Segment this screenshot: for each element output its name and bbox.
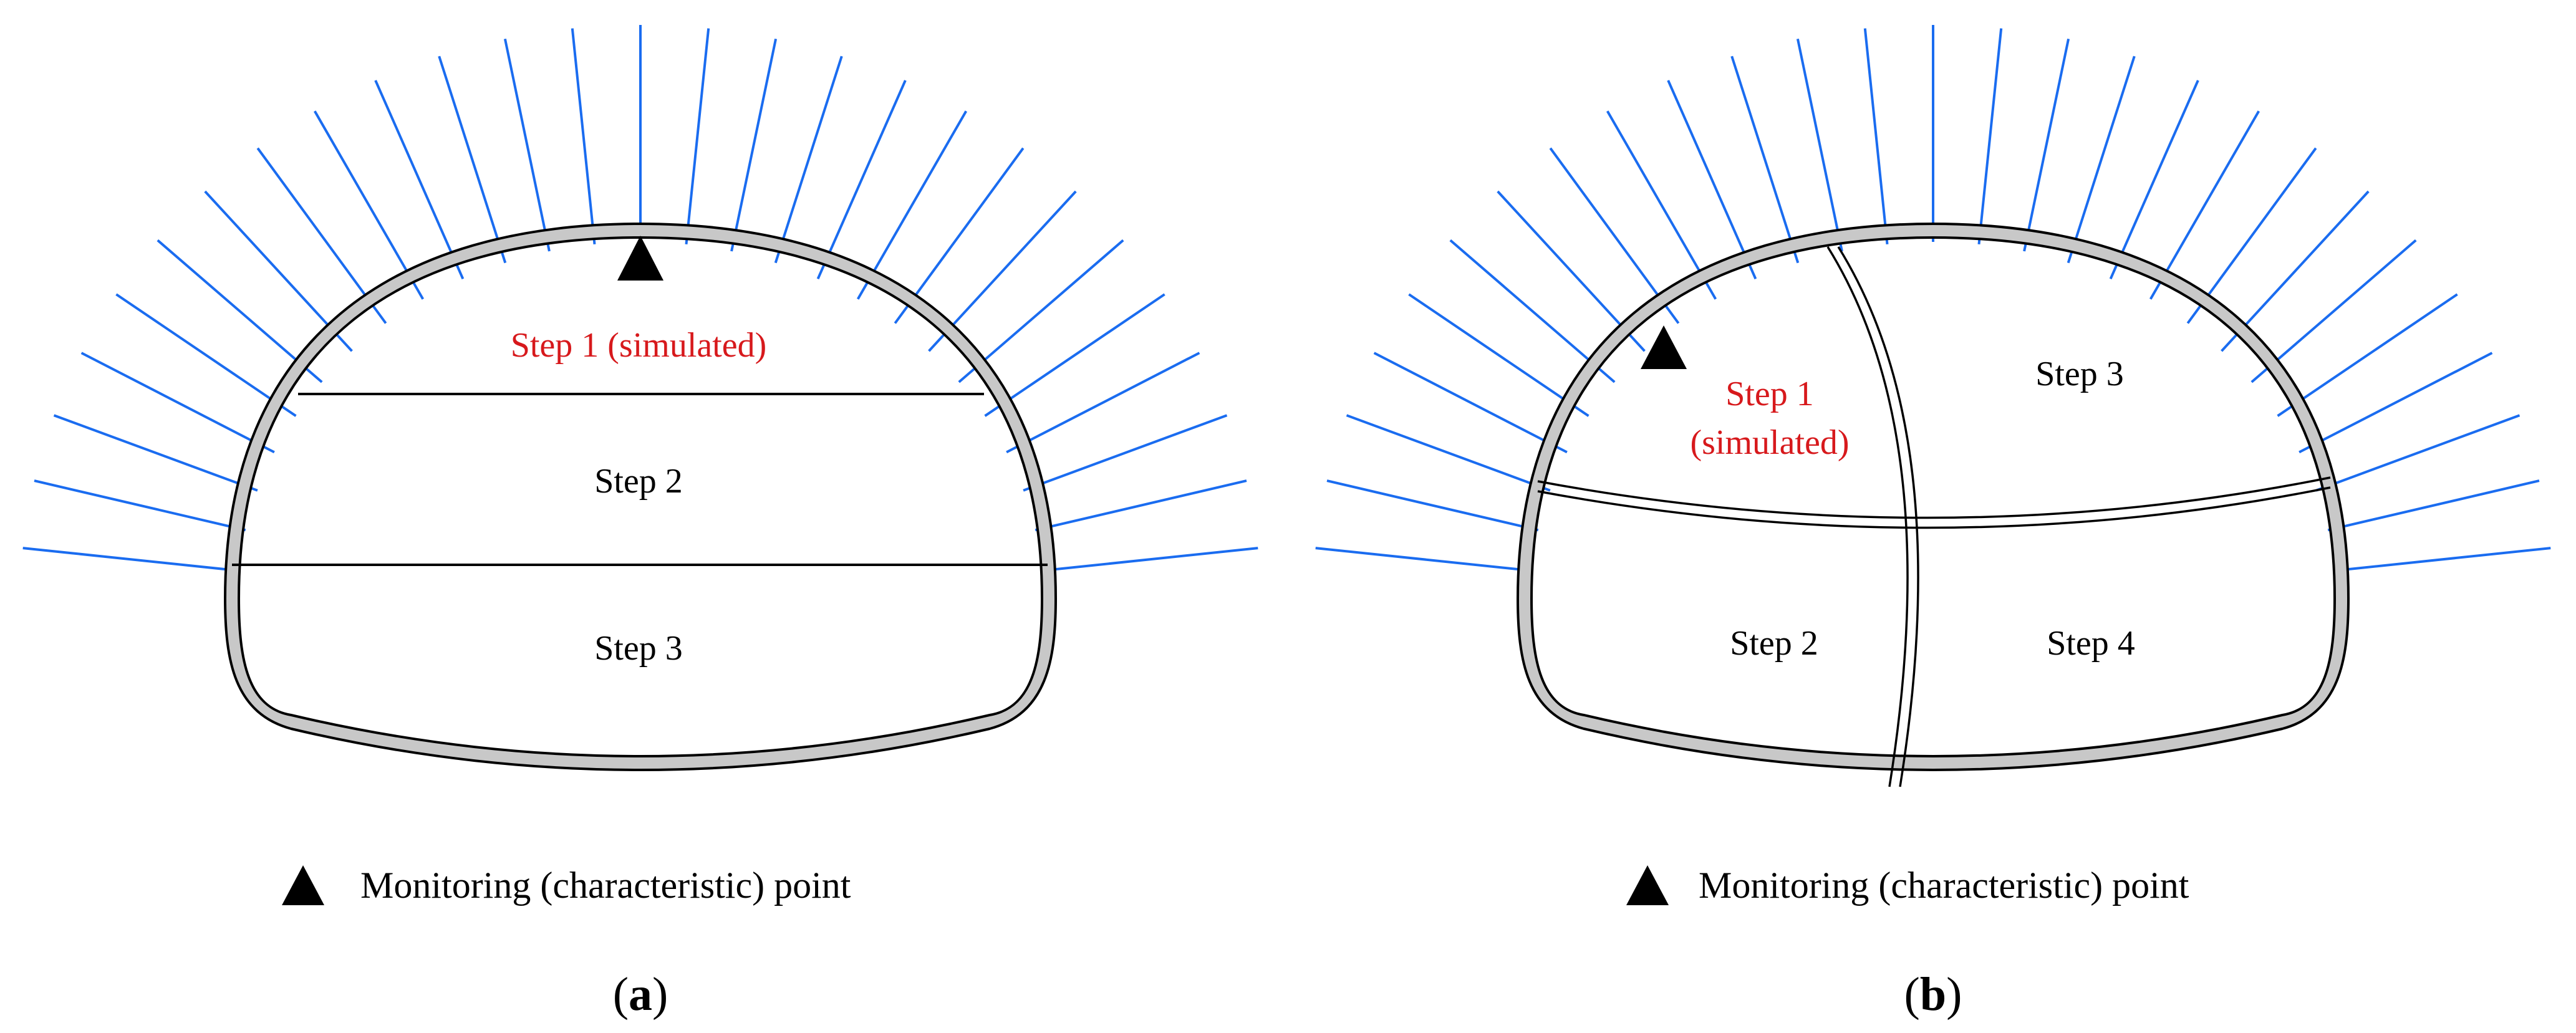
rock-bolt [2023,38,2070,252]
rock-bolt [856,110,968,300]
rock-bolt [1977,28,2003,245]
step2-label-a: Step 2 [594,462,683,501]
rock-bolt [774,55,843,264]
rock-bolt [1606,110,1717,300]
step1-label-line1-b: Step 1 [1725,375,1814,413]
legend-label-b: Monitoring (characteristic) point [1699,865,2189,906]
rock-bolt [115,293,297,417]
rock-bolt [2109,80,2199,280]
rock-bolt [1041,547,1258,572]
rock-bolt [1863,28,1889,245]
caption-a: (a) [613,968,668,1021]
rock-bolt [1373,352,1568,454]
rock-bolt [958,239,1124,383]
rock-bolt [2299,352,2493,454]
rock-bolt [1730,55,1800,264]
rock-bolt [1035,479,1247,532]
rock-bolt [374,80,465,280]
monitoring-point-b [1641,325,1687,369]
rock-bolt [816,80,907,280]
rock-bolt [1796,38,1843,252]
rock-bolt [2277,293,2458,417]
rock-bolt [2067,55,2136,264]
monitoring-point-a [617,236,663,281]
caption-b: (b) [1904,968,1962,1021]
step2-label-b: Step 2 [1730,624,1818,663]
rock-bolt [1315,547,1532,572]
rock-bolt [22,547,239,572]
rock-bolt [685,28,710,245]
rock-bolt [438,55,507,264]
legend-triangle-b [1626,865,1669,905]
rock-bolts-a [22,25,1258,572]
rock-bolt [2149,110,2260,300]
tunnel-lining-a [223,222,1058,771]
tunnel-lining-b [1516,222,2350,771]
step3-label-a: Step 3 [594,629,683,668]
temporary-support-horizontal [1537,476,2331,529]
rock-bolt [1667,80,1757,280]
rock-bolt [2250,239,2417,383]
step3-label-b: Step 3 [2035,355,2124,393]
rock-bolts-b [1315,25,2551,572]
rock-bolt [1408,293,1589,417]
rock-bolt [34,479,246,532]
rock-bolt [2334,547,2551,572]
rock-bolt [313,110,425,300]
rock-bolt [1023,414,1228,492]
rock-bolt [984,293,1165,417]
rock-bolt [157,239,323,383]
rock-bolt [1449,239,1616,383]
panel-b: Step 1 (simulated) Step 2 Step 3 Step 4 … [1315,25,2551,1021]
legend-triangle-a [282,865,324,905]
panel-a: Step 1 (simulated) Step 2 Step 3 Monitor… [22,25,1258,1021]
rock-bolt [53,414,258,492]
rock-bolt [1346,414,1551,492]
legend-label-a: Monitoring (characteristic) point [360,865,851,906]
rock-bolt [571,28,596,245]
rock-bolt [1326,479,1539,532]
rock-bolt [2315,414,2521,492]
rock-bolt [503,38,551,252]
rock-bolt [730,38,778,252]
step4-label-b: Step 4 [2047,624,2135,663]
step1-simulated-label-a: Step 1 (simulated) [511,326,767,365]
rock-bolt [1006,352,1200,454]
step1-label-line2-b: (simulated) [1690,423,1849,462]
rock-bolt [2327,479,2540,532]
rock-bolt [80,352,275,454]
temporary-support-vertical [1826,246,1919,787]
